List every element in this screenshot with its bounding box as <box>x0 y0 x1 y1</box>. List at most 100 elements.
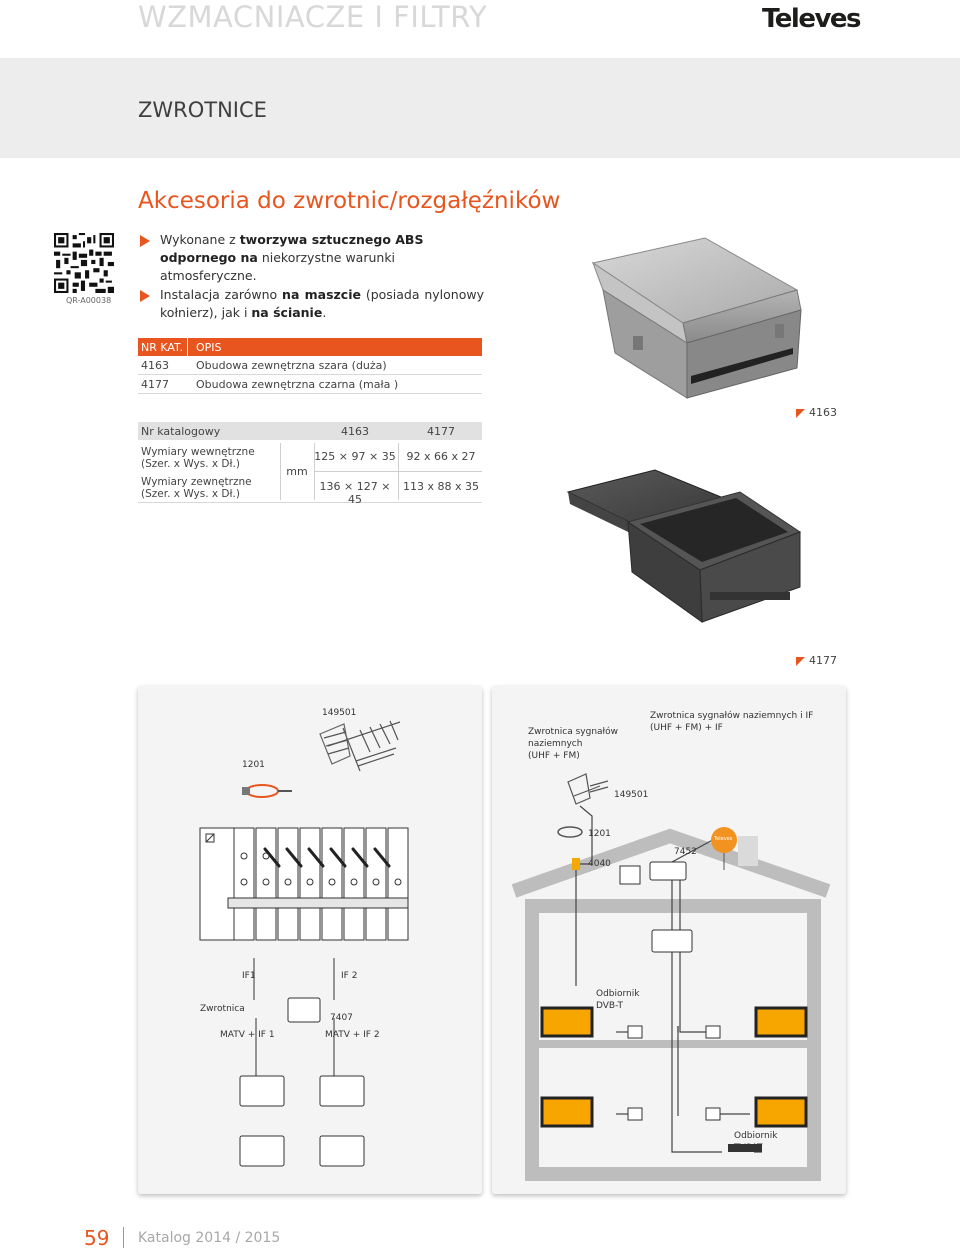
product-label-black: 4177 <box>796 654 837 667</box>
label-line: (UHF + FM) <box>528 751 580 761</box>
multiswitch-icon <box>619 861 693 953</box>
matv1-label: MATV + IF 1 <box>220 1030 275 1040</box>
header-col-b: 4177 <box>427 424 455 438</box>
row-desc: Obudowa zewnętrzna czarna (mała ) <box>196 377 399 391</box>
televes-logo: Televes <box>762 4 862 34</box>
label-line: Zwrotnica sygnałów naziemnych i IF <box>650 711 814 721</box>
unit-label: mm <box>286 465 308 478</box>
splitter-diagram <box>239 958 365 1167</box>
if-label: Zwrotnica sygnałów naziemnych i IF (UHF +… <box>650 710 813 734</box>
dimensions-table-header: Nr katalogowy 4163 4177 <box>138 422 482 440</box>
value-cell: 113 x 88 x 35 <box>403 480 479 493</box>
zwrotnica-label: Zwrotnica <box>200 1004 245 1014</box>
row-desc: Obudowa zewnętrzna szara (duża) <box>196 358 387 372</box>
catalog-label: Katalog 2014 / 2015 <box>138 1230 281 1246</box>
clamp-code-label: 1201 <box>242 760 265 770</box>
row-label-line: (Szer. x Wys. x Dł.) <box>141 488 240 500</box>
label-line: DVB-T <box>596 1001 624 1011</box>
bullet-text: Wykonane z <box>160 232 240 247</box>
dish-brand-label: Televes <box>714 836 733 842</box>
value-cell: 92 x 66 x 27 <box>406 450 476 463</box>
triangle-marker-icon <box>796 656 805 666</box>
bullet-text: Instalacja zarówno <box>160 287 283 302</box>
row-code: 4163 <box>141 358 169 372</box>
dimensions-table-body: Wymiary wewnętrzne(Szer. x Wys. x Dł.) W… <box>138 440 482 506</box>
label-line: TVSAT <box>734 1143 763 1153</box>
wall-outlet-icon <box>627 1025 721 1121</box>
row-label: Wymiary wewnętrzne(Szer. x Wys. x Dł.) <box>141 446 255 470</box>
black-enclosure-image <box>566 469 802 623</box>
amplifier-rack-icon <box>199 827 235 941</box>
bullet-bold: na maszcie <box>282 287 361 302</box>
receiver-icon <box>728 1144 762 1152</box>
row-label-line: Wymiary zewnętrzne <box>141 476 252 488</box>
label-line: (UHF + FM) + IF <box>650 723 723 733</box>
bullet-text: (posiada nylonowy kołnierz), jak i <box>160 287 484 320</box>
tv-icon <box>540 1006 808 1128</box>
header-divider <box>187 338 188 356</box>
clamp-right-icon <box>557 826 583 870</box>
subsection-title: Akcesoria do zwrotnic/rozgałęźników <box>138 188 561 214</box>
row-label: Wymiary zewnętrzne(Szer. x Wys. x Dł.) <box>141 476 252 500</box>
switch-code-label: 7452 <box>674 847 697 857</box>
antenna-code-label: 149501 <box>322 708 357 718</box>
if2-label: IF 2 <box>341 971 358 981</box>
yagi-antenna-icon <box>319 720 401 772</box>
diagram-right-drawing <box>511 773 831 1181</box>
feature-list: Wykonane z tworzywa sztucznego ABS odpor… <box>138 231 484 323</box>
table-row: 4163 Obudowa zewnętrzna szara (duża) <box>138 356 482 375</box>
section-band <box>0 58 960 158</box>
feature-bullet: Wykonane z tworzywa sztucznego ABS odpor… <box>138 231 484 285</box>
bullet-text: niekorzystne warunki atmosferyczne. <box>160 250 396 283</box>
divider <box>314 471 482 472</box>
amp-code-label: 4040 <box>588 859 611 869</box>
divider <box>280 443 281 500</box>
product-code: 4177 <box>809 654 837 667</box>
bullet-bold: tworzywa sztucznego ABS odpornego na <box>160 232 424 265</box>
label-line: Zwrotnica sygnałów <box>528 727 618 737</box>
antenna-code-label: 149501 <box>614 790 649 800</box>
triangle-marker-icon <box>796 408 805 418</box>
row-label-line: (Szer. x Wys. x Dł.) <box>141 458 240 470</box>
grey-enclosure-image <box>591 237 802 399</box>
label-line: naziemnych <box>528 739 583 749</box>
catalog-table: NR KAT. OPIS 4163 Obudowa zewnętrzna sza… <box>138 338 482 394</box>
feature-bullet: Instalacja zarówno na maszcie (posiada n… <box>138 286 484 322</box>
dish-icon <box>711 827 737 870</box>
header-label: Nr katalogowy <box>141 424 221 438</box>
mast-clamp-icon <box>242 784 292 798</box>
matv2-label: MATV + IF 2 <box>325 1030 380 1040</box>
label-line: Odbiornik <box>734 1131 778 1141</box>
product-label-grey: 4163 <box>796 406 837 419</box>
qr-label: QR-A00038 <box>66 296 112 305</box>
page-number: 59 <box>84 1226 110 1250</box>
diagram-panel-right: Zwrotnica sygnałów naziemnych (UHF + FM) Z… <box>492 686 846 1194</box>
header-title: WZMACNIACZE I FILTRY <box>138 0 488 34</box>
value-cell: 125 × 97 × 35 <box>314 450 396 463</box>
table-row: 4177 Obudowa zewnętrzna czarna (mała ) <box>138 375 482 394</box>
row-code: 4177 <box>141 377 169 391</box>
qr-code-icon <box>54 233 114 293</box>
dimensions-table: Nr katalogowy 4163 4177 Wymiary wewnętrz… <box>138 422 482 506</box>
roof-antenna-icon <box>567 773 609 805</box>
header-desc: OPIS <box>196 340 222 354</box>
uhf-fm-label: Zwrotnica sygnałów naziemnych (UHF + FM) <box>528 726 618 762</box>
header-col-a: 4163 <box>341 424 369 438</box>
clamp-code-label: 1201 <box>588 829 611 839</box>
header-code: NR KAT. <box>141 340 183 354</box>
label-line: Odbiornik <box>596 989 640 999</box>
section-title: ZWROTNICE <box>138 98 267 122</box>
diagram-panel-left: 149501 1201 <box>138 686 482 1194</box>
diagram-left-drawing <box>199 720 409 941</box>
bullet-bold: na ścianie <box>251 305 323 320</box>
product-code: 4163 <box>809 406 837 419</box>
value-cell: 136 × 127 × 45 <box>319 480 391 506</box>
splitter-code-label: 7407 <box>330 1013 353 1023</box>
catalog-table-header: NR KAT. OPIS <box>138 338 482 356</box>
row-label-line: Wymiary wewnętrzne <box>141 446 255 458</box>
footer-divider <box>123 1227 124 1248</box>
if1-label: IF1 <box>242 971 256 981</box>
filter-modules-icon <box>227 827 409 941</box>
